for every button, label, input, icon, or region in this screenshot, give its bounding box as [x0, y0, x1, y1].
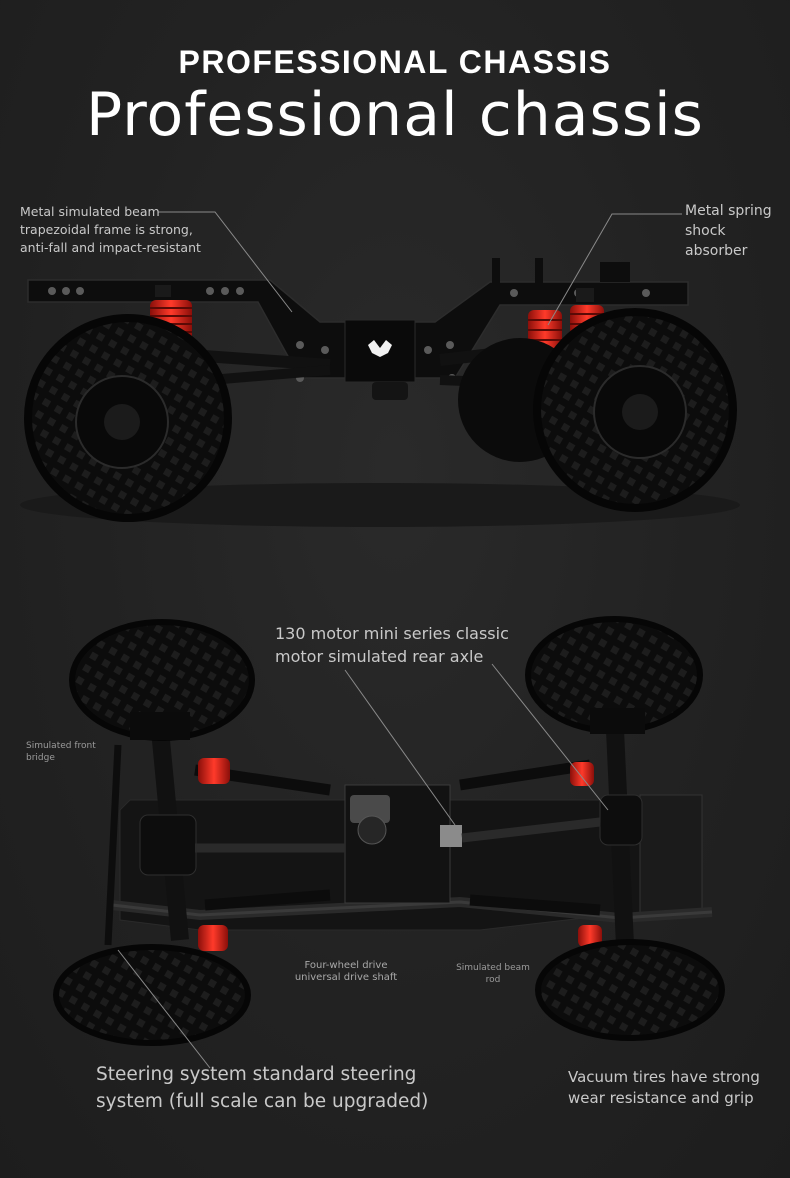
side-post: [600, 262, 630, 282]
side-link: [189, 349, 331, 371]
top-link: [204, 889, 331, 911]
top-wheel-front-left: [69, 619, 255, 741]
top-link: [459, 759, 591, 791]
top-motor-gear: [357, 815, 387, 845]
callout-tires: Vacuum tires have strong wear resistance…: [568, 1068, 760, 1107]
top-wheel-rear-right: [535, 939, 725, 1041]
page-title: PROFESSIONAL CHASSIS: [178, 44, 612, 80]
top-motor-can: [440, 825, 462, 847]
side-post: [492, 258, 500, 284]
callout-spring-shock: Metal spring shock absorber: [685, 203, 772, 259]
top-spring: [198, 758, 230, 784]
top-drive-shaft: [461, 817, 601, 843]
top-spring: [198, 925, 228, 951]
top-wheel-rear-left: [53, 944, 251, 1046]
leader-line-spring: [547, 213, 682, 326]
side-diff: [372, 382, 408, 400]
side-link: [209, 365, 331, 385]
top-steering-rod: [104, 744, 122, 946]
side-wheel-front: [24, 314, 232, 522]
top-link: [469, 894, 601, 916]
top-spring: [570, 762, 594, 786]
top-motor: [350, 795, 390, 823]
callout-motor-axle: 130 motor mini series classic motor simu…: [275, 624, 509, 666]
callout-drive-shaft: Four-wheel drive universal drive shaft: [294, 960, 398, 983]
page-subtitle: Professional chassis: [86, 80, 704, 150]
side-shadow: [20, 483, 740, 527]
leader-line-beam: [158, 211, 293, 313]
callout-beam-rod: Simulated beam rod: [456, 963, 530, 985]
leader-line-rear-axle: [491, 663, 609, 811]
leader-line-motor: [344, 669, 456, 826]
bull-logo-icon: [368, 340, 392, 357]
leader-line-steering: [117, 949, 211, 1069]
top-front-diff: [139, 814, 197, 876]
callout-steering: Steering system standard steering system…: [96, 1064, 429, 1112]
top-wheel-front-right: [525, 616, 703, 734]
top-spring: [578, 925, 602, 947]
top-rear-diff: [599, 794, 643, 846]
side-post: [535, 258, 543, 284]
callout-front-bridge: Simulated front bridge: [26, 741, 96, 763]
top-rear-mount: [639, 794, 703, 916]
side-wheel-rear: [533, 308, 737, 512]
callout-beam-frame: Metal simulated beam trapezoidal frame i…: [20, 204, 201, 255]
